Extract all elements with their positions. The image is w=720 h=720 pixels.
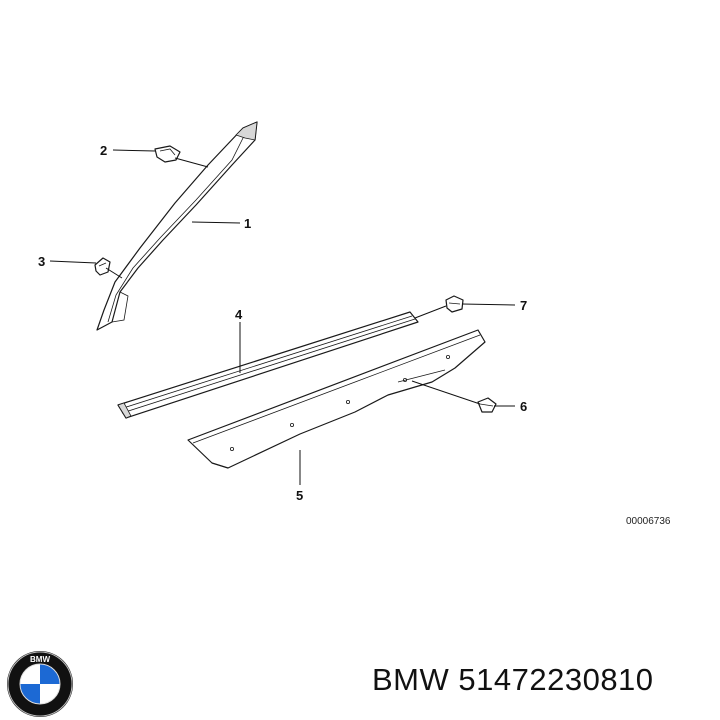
sill-cover-part-5 [187,329,486,469]
callout-5: 5 [296,488,303,503]
leader-line-7b [414,305,447,319]
leader-line-2 [112,149,156,152]
callout-7: 7 [520,298,527,313]
logo-lettering: BMW [30,655,50,664]
leader-line-7 [461,303,516,306]
clip-part-7 [445,295,464,313]
brand-name: BMW [372,662,450,697]
callout-2: 2 [100,143,107,158]
leader-line-3b [105,267,123,279]
leader-lines [49,149,516,485]
leader-line-2b [174,157,209,168]
clip-part-3 [94,257,111,276]
pillar-trim-part-1 [96,121,258,331]
part-number: 51472230810 [458,662,654,697]
callout-6: 6 [520,399,527,414]
sill-strip-part-4 [117,311,419,419]
callout-4: 4 [235,307,243,322]
leader-line-3 [49,260,97,264]
callout-1: 1 [244,216,251,231]
clip-part-2 [154,145,181,163]
leader-line-6b [411,380,481,405]
leader-line-1 [191,221,241,224]
drawing-code: 00006736 [626,516,671,527]
bmw-roundel-logo-icon: BMW [7,651,73,717]
brand-part-number-caption: BMW 51472230810 [372,662,654,698]
callout-3: 3 [38,254,45,269]
screw-part-6 [477,397,497,413]
